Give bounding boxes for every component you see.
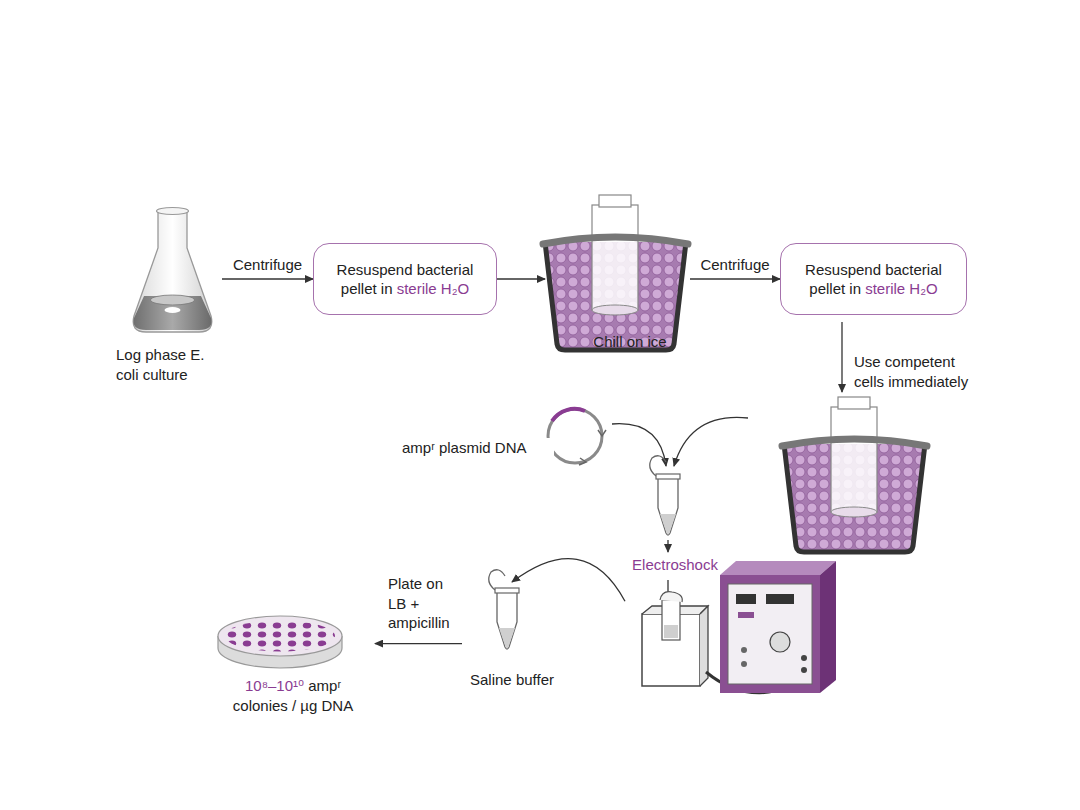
drawing-part xyxy=(151,295,195,305)
flask-node: Log phase E. coli culture xyxy=(112,205,222,385)
node-text: Chill on ice xyxy=(573,332,687,352)
drawing-part xyxy=(741,661,747,667)
process-box: Resuspend bacterial pellet in sterile H₂… xyxy=(313,243,497,315)
drawing-part xyxy=(157,208,189,215)
electroporator xyxy=(720,561,836,693)
drawing-part xyxy=(225,621,335,652)
node-text: Electroshock xyxy=(625,555,725,575)
node-label: 10⁸–10¹⁰ xyxy=(245,677,304,694)
flow-arrow xyxy=(375,643,462,644)
drawing-part xyxy=(133,212,212,332)
drawing-part xyxy=(801,655,807,661)
ice-bucket xyxy=(543,195,688,350)
edge-label: Plate on LB + ampicillin xyxy=(386,574,456,633)
petri-plate xyxy=(218,616,342,668)
flow-arrow xyxy=(667,540,668,552)
drawing-part xyxy=(770,632,790,652)
drawing-part xyxy=(736,594,756,604)
flow-arrow xyxy=(841,322,842,392)
cuvette-holder xyxy=(642,592,708,686)
petri-plate-node: 10⁸–10¹⁰ ampʳ colonies / µg DNA xyxy=(210,598,375,726)
drawing-part xyxy=(134,296,212,330)
drawing-part xyxy=(552,409,585,421)
microtube xyxy=(650,456,680,535)
node-label: Log phase E. coli culture xyxy=(116,346,204,383)
drawing-part xyxy=(766,594,794,604)
flow-arrow xyxy=(612,424,666,466)
drawing-part xyxy=(728,584,812,684)
flask-illustration xyxy=(133,208,212,333)
flow-arrow xyxy=(690,278,780,279)
node-label-part: sterile H₂O xyxy=(865,280,938,297)
node-label: Electroshock xyxy=(632,556,718,573)
ice-bucket xyxy=(782,397,927,552)
saline-tube-node: Saline buffer xyxy=(462,582,562,694)
flow-arrow xyxy=(512,559,625,602)
drawing-part xyxy=(664,625,678,638)
drawing-part xyxy=(741,647,747,653)
drawing-part xyxy=(165,307,181,313)
drawing-part xyxy=(720,561,836,575)
drawing-part xyxy=(662,600,680,640)
drawing-part xyxy=(660,592,682,602)
node-label: Saline buffer xyxy=(470,671,554,688)
node-text: Resuspend bacterial pellet in sterile H₂… xyxy=(326,260,484,299)
plasmid-illustration xyxy=(548,409,606,465)
node-text: 10⁸–10¹⁰ ampʳ colonies / µg DNA xyxy=(230,676,356,715)
drawing-part xyxy=(579,458,586,465)
drawing-part xyxy=(738,612,754,618)
drawing-part xyxy=(548,409,602,463)
plasmid-label: ampʳ plasmid DNA xyxy=(400,438,554,458)
node-label-part: sterile H₂O xyxy=(397,280,470,297)
electroporator-node: Electroshock xyxy=(625,555,837,695)
node-text: Log phase E. coli culture xyxy=(116,345,220,384)
process-box: Resuspend bacterial pellet in sterile H₂… xyxy=(780,243,967,315)
ice-bucket-node: Chill on ice xyxy=(545,200,690,355)
drawing-part xyxy=(820,561,836,693)
drawing-part xyxy=(801,667,807,673)
edge-label: Centrifuge xyxy=(698,255,771,275)
drawing-part xyxy=(218,616,342,656)
node-text: Saline buffer xyxy=(462,670,562,690)
drawing-part xyxy=(720,575,820,693)
microtube xyxy=(489,570,519,649)
node-text: Resuspend bacterial pellet in sterile H₂… xyxy=(793,260,954,299)
flow-arrow xyxy=(497,278,545,279)
flow-arrow xyxy=(674,417,748,466)
step-note: Use competent cells immediately xyxy=(852,352,984,391)
flow-arrow xyxy=(222,278,313,279)
node-label: Chill on ice xyxy=(593,333,666,350)
drawing-part xyxy=(598,430,606,436)
edge-label: Centrifuge xyxy=(231,255,304,275)
